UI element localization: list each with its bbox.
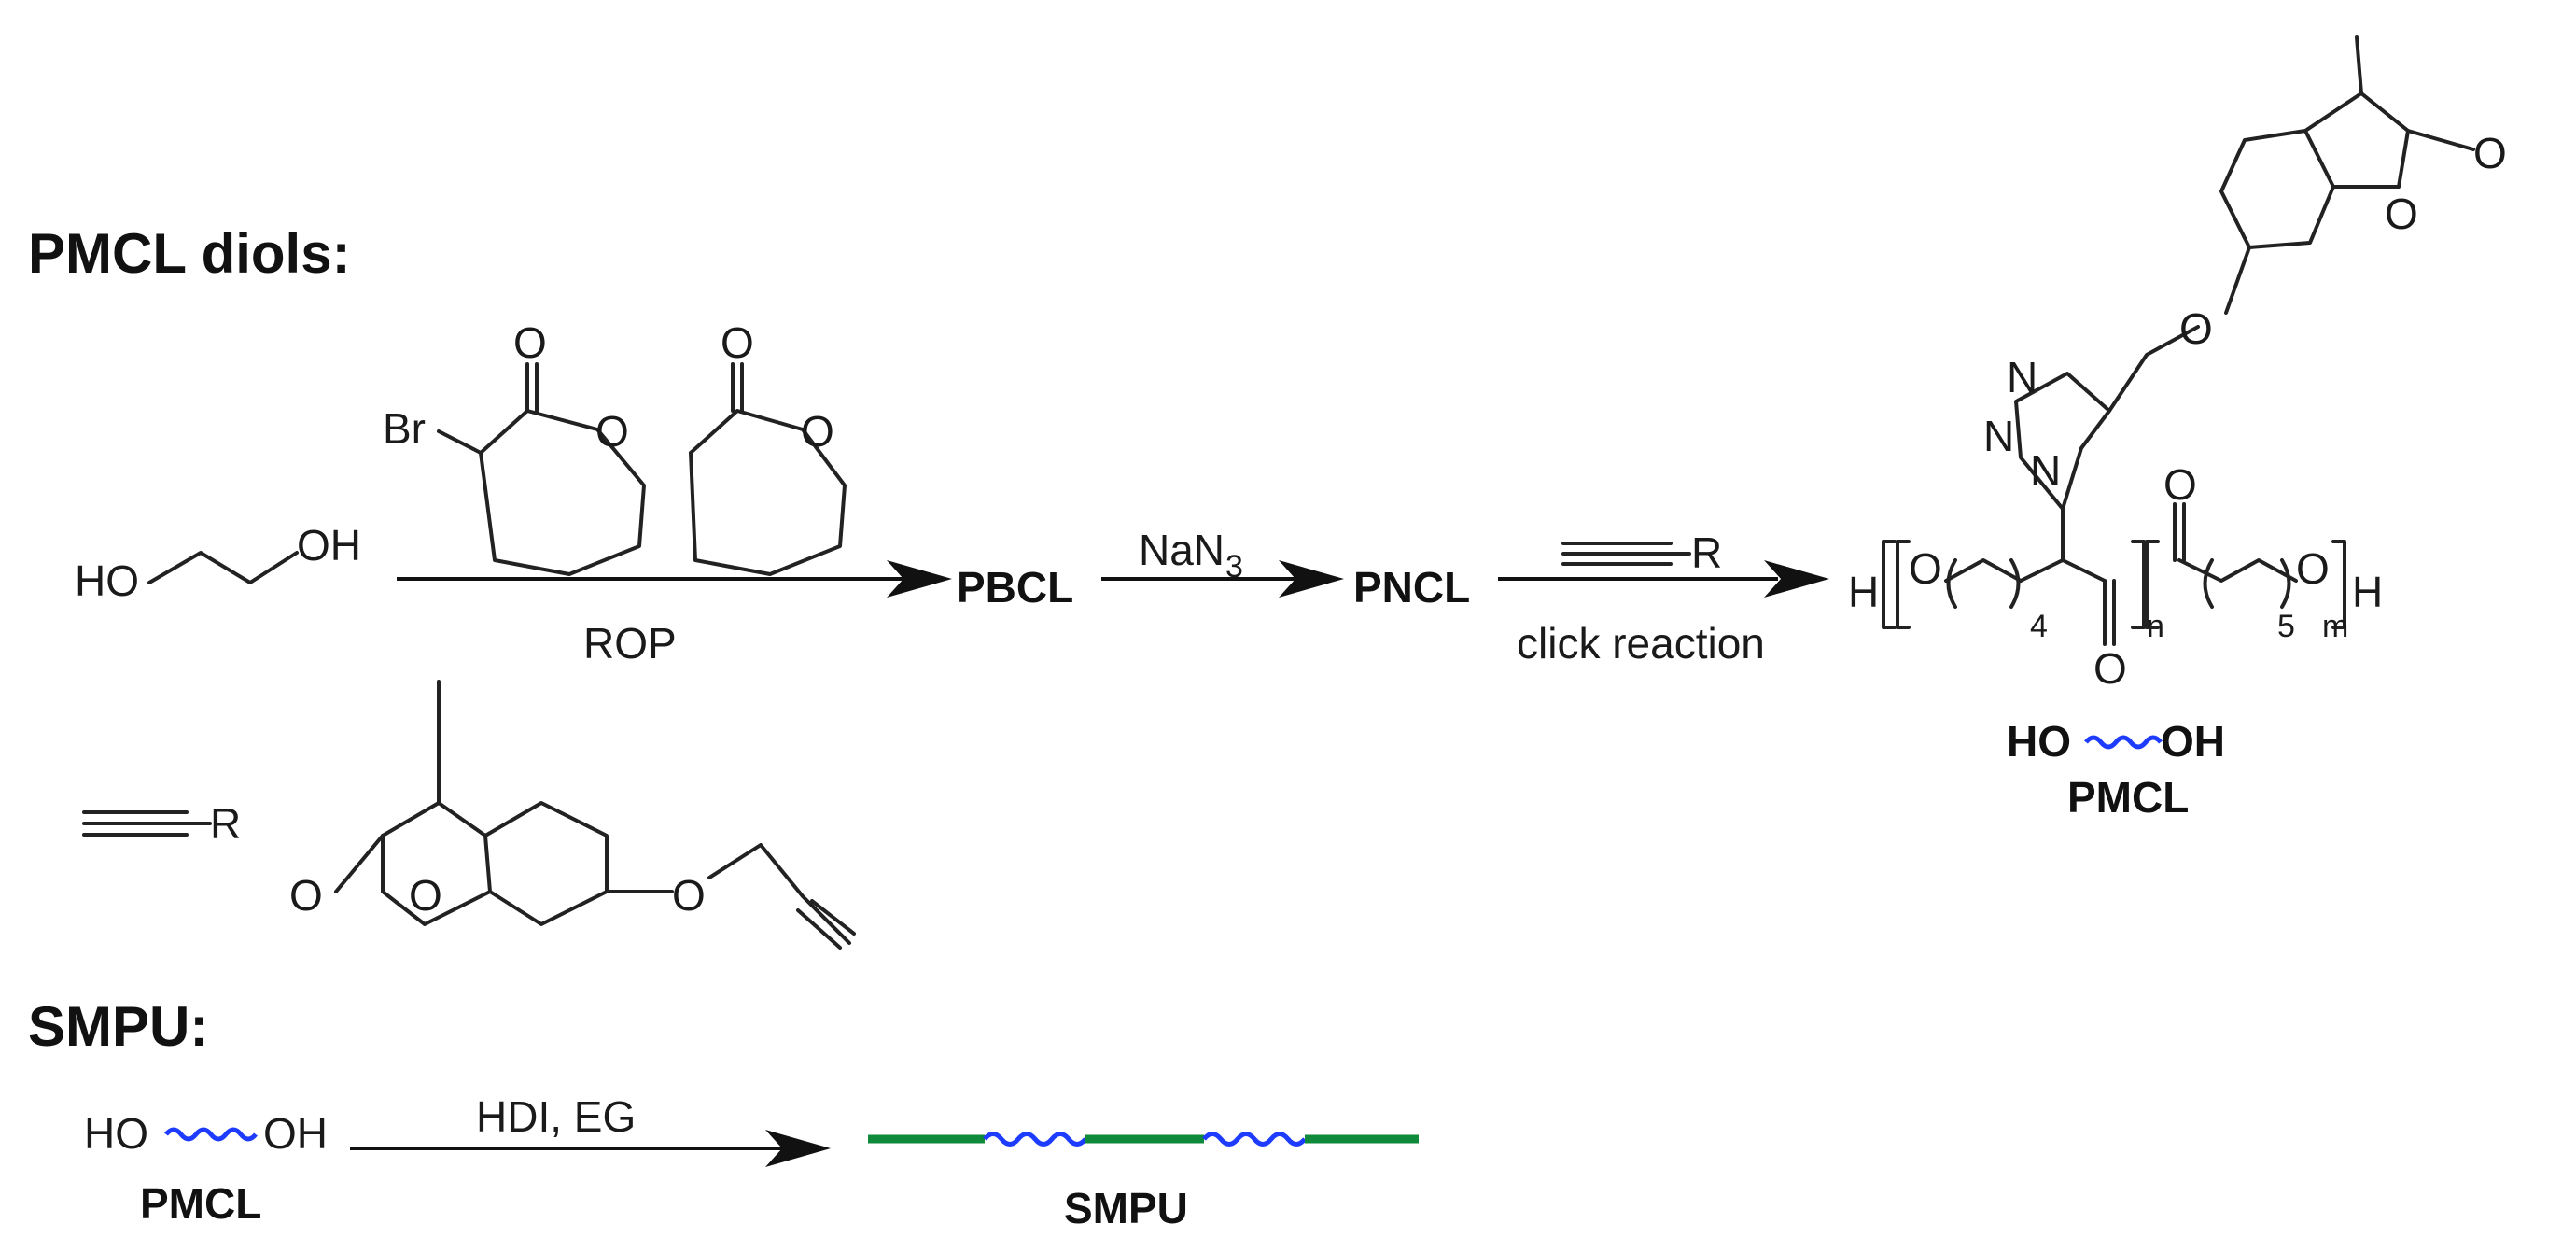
nan3-label: NaN <box>1139 526 1225 574</box>
soft-segment-2 <box>1202 1132 1307 1147</box>
product-oh: OH <box>2161 717 2225 766</box>
smpu-title: SMPU: <box>28 995 208 1058</box>
caprolactone-ring-bonds <box>479 409 646 576</box>
caprolactone: O O <box>689 318 847 576</box>
sub-5: 5 <box>2277 609 2295 644</box>
carbonyl-o: O <box>513 318 547 367</box>
second-o-up: O <box>2163 460 2197 509</box>
backbone-ch <box>2019 558 2107 583</box>
bracket-m-left <box>1882 540 1897 629</box>
product-o2: O <box>2296 544 2330 593</box>
coumarin-pyranone <box>2303 91 2410 189</box>
ester-o-down: O <box>2093 644 2127 693</box>
hdi-label: HDI, EG <box>476 1092 636 1141</box>
bracket-second-left <box>2145 540 2160 629</box>
nan3-arrow-head <box>1279 560 1344 598</box>
pmcl-diols-title: PMCL diols: <box>28 222 351 285</box>
sub-4: 4 <box>2030 609 2048 644</box>
click-arrow: R click reaction <box>1498 528 1829 668</box>
rop-label: ROP <box>583 619 677 668</box>
hdi-arrow-head <box>765 1130 831 1167</box>
triazole-n3: N <box>2007 353 2037 401</box>
triazole-ch2-o <box>2107 325 2200 413</box>
ethylene-glycol: HO OH <box>75 521 361 605</box>
def-coumarin-pyranone <box>381 801 492 926</box>
smpu-ho: HO <box>84 1109 148 1158</box>
m-label: m <box>2322 609 2348 644</box>
bracket-n-left <box>1896 540 1911 629</box>
triazole-ring <box>2014 372 2111 511</box>
coumarin-methyl <box>2355 35 2363 95</box>
rop-arrow-head <box>887 560 952 598</box>
nan3-subscript: 3 <box>1225 549 1243 584</box>
ch2-5-bonds <box>2177 558 2298 583</box>
ch2-4-bonds <box>1944 558 2023 583</box>
bracket-m-right <box>2331 540 2346 629</box>
click-reaction-label: click reaction <box>1517 619 1765 668</box>
bromo-caprolactone: Br O O <box>383 318 646 576</box>
click-r-label: R <box>1691 528 1722 577</box>
linker-o: O <box>2179 304 2213 353</box>
product-soft-wave <box>2084 735 2163 750</box>
def-propargyl-3 <box>796 908 842 950</box>
rop-arrow: ROP <box>397 560 952 668</box>
smpu-product-label: SMPU <box>1064 1184 1188 1232</box>
pbcl-label: PBCL <box>957 563 1073 612</box>
def-ether-o: O <box>672 871 706 920</box>
paren-4-right <box>2009 558 2021 609</box>
ring-o: O <box>595 407 629 456</box>
caprolactone-carbonyl-o: O <box>721 318 754 367</box>
def-r-label: R <box>210 799 241 848</box>
product-h-left: H <box>1848 568 1879 616</box>
def-coumarin-left <box>334 680 441 893</box>
pmcl-product: H O 4 O n O 5 O m H N N N <box>1848 35 2507 822</box>
def-ring-o: O <box>409 871 442 920</box>
coumarin-benzene <box>2219 129 2335 315</box>
bromo-atom: Br <box>383 404 426 453</box>
caprolactone-ring-o: O <box>801 407 834 456</box>
paren-5-right <box>2280 558 2291 609</box>
ethylene-glycol-oh: OH <box>297 521 361 570</box>
coumarin-ring-o: O <box>2385 190 2418 238</box>
def-propargyl <box>707 843 851 945</box>
product-o1: O <box>1909 544 1942 593</box>
paren-4-left <box>1946 558 1957 609</box>
def-coumarin-benzene <box>483 801 609 926</box>
pncl-label: PNCL <box>1353 563 1470 612</box>
product-ho: HO <box>2007 717 2071 766</box>
smpu-reaction: HO OH PMCL HDI, EG SMPU <box>84 1092 1419 1232</box>
smpu-oh: OH <box>263 1109 328 1158</box>
smpu-soft-wave <box>164 1127 258 1142</box>
def-carbonyl-o: O <box>289 871 323 920</box>
triazole-n1: N <box>2030 446 2061 495</box>
soft-segment-1 <box>983 1132 1087 1147</box>
product-name: PMCL <box>2067 773 2189 822</box>
paren-5-left <box>2203 558 2214 609</box>
smpu-pmcl-label: PMCL <box>140 1179 261 1228</box>
click-arrow-head <box>1764 560 1829 598</box>
nan3-arrow: NaN 3 <box>1101 526 1344 598</box>
alkyne-definition: R O O O <box>82 680 856 950</box>
product-h-right: H <box>2352 568 2383 616</box>
coumarin-carbonyl-o: O <box>2473 129 2507 177</box>
bracket-n-right <box>2131 540 2146 629</box>
ethylene-glycol-chain <box>147 551 299 584</box>
def-propargyl-2 <box>810 899 856 936</box>
c-br-bond <box>437 429 483 455</box>
triazole-n2: N <box>1983 412 2014 460</box>
ethylene-glycol-ho: HO <box>75 556 139 605</box>
coumarin-co <box>2406 129 2475 151</box>
caprolactone-ring <box>689 409 847 576</box>
